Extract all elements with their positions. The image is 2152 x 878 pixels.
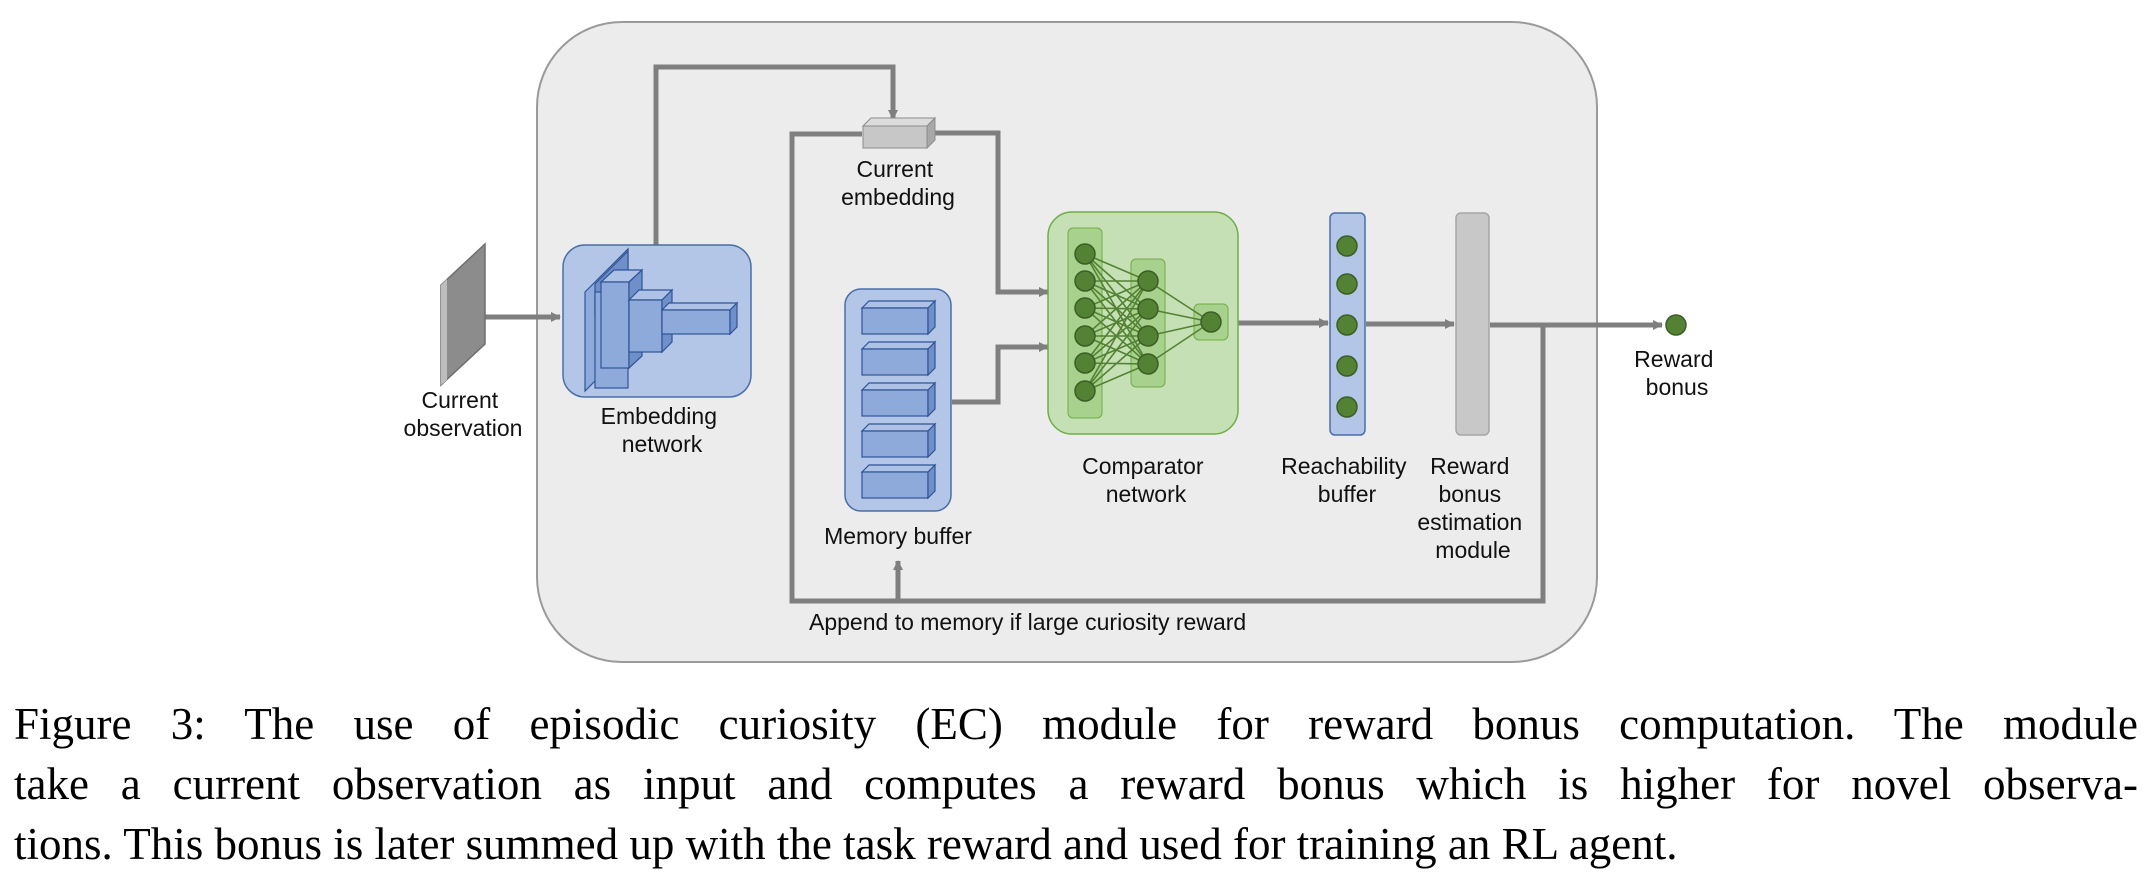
current-embedding-block (861, 116, 937, 150)
comparator-neuron (1074, 270, 1096, 292)
memory-buffer (844, 288, 952, 512)
comparator-neuron (1074, 325, 1096, 347)
figure-caption: Figure 3: The use of episodic curiosity … (14, 694, 2138, 874)
embedding-network-cnn-icon (584, 247, 739, 393)
comparator-edge (1147, 321, 1212, 365)
current-embedding-label: Current embedding (841, 156, 955, 210)
reachability-buffer (1329, 212, 1366, 436)
comparator-edge (1084, 335, 1149, 392)
comparator-neuron (1074, 380, 1096, 402)
comparator-edge (1084, 253, 1149, 282)
comparator-neuron (1137, 325, 1159, 347)
comparator-connections (1084, 253, 1212, 392)
memory-slot (860, 299, 937, 336)
memory-slot (860, 381, 937, 418)
comparator-edge (1147, 321, 1212, 337)
arrow-current-embedding-to-comparator (930, 130, 1049, 297)
comparator-edge (1084, 280, 1149, 309)
reachability-neuron (1336, 273, 1358, 295)
arrow-memory-to-comparator (952, 342, 1049, 405)
memory-slot (860, 422, 937, 459)
comparator-neuron (1137, 353, 1159, 375)
comparator-edge (1147, 280, 1212, 323)
current-observation-icon (440, 242, 486, 387)
embedding-network (562, 244, 752, 398)
memory-slot (860, 340, 937, 377)
caption-line-3: tions. This bonus is later summed up wit… (14, 819, 1678, 869)
memory-buffer-label: Memory buffer (824, 523, 972, 549)
comparator-neuron (1200, 311, 1222, 333)
reachability-neuron (1336, 396, 1358, 418)
comparator-edge (1084, 280, 1149, 337)
reachability-neuron (1336, 355, 1358, 377)
reachability-neuron (1336, 235, 1358, 257)
comparator-edge (1084, 308, 1149, 392)
reachability-neuron (1336, 314, 1358, 336)
reward-bonus-estimation-module (1455, 212, 1490, 436)
reward-bonus-estimation-label: Reward bonus estimation module (1417, 453, 1528, 563)
reward-bonus-label: Reward bonus (1634, 346, 1720, 400)
comparator-edge (1084, 280, 1149, 364)
embedding-network-label: Embedding network (601, 403, 724, 457)
comparator-neuron (1074, 352, 1096, 374)
reachability-buffer-label: Reachability buffer (1281, 453, 1413, 507)
append-to-memory-label: Append to memory if large curiosity rewa… (809, 609, 1246, 635)
comparator-neurons (1074, 243, 1222, 402)
ec-module-diagram: Current observation Embedding network (404, 21, 1720, 663)
memory-slot (860, 463, 937, 500)
feedback-loop-line (789, 131, 1546, 604)
comparator-neuron (1137, 298, 1159, 320)
arrow-embedding-to-current-embedding (653, 64, 898, 245)
reward-bonus-neuron (1665, 314, 1687, 336)
comparator-edge (1084, 363, 1149, 392)
reachability-buffer-neurons (1336, 235, 1358, 418)
caption-line-1: Figure 3: The use of episodic curiosity … (14, 699, 2138, 749)
connectors (485, 64, 1663, 604)
current-observation-label: Current observation (404, 387, 523, 441)
comparator-edge (1084, 280, 1149, 392)
comparator-neuron (1074, 297, 1096, 319)
comparator-network-label: Comparator network (1082, 453, 1210, 507)
comparator-neuron (1074, 243, 1096, 265)
memory-buffer-slots (860, 299, 937, 500)
comparator-network (1047, 211, 1239, 435)
caption-line-2: take a current observation as input and … (14, 759, 2138, 809)
comparator-neuron (1137, 270, 1159, 292)
